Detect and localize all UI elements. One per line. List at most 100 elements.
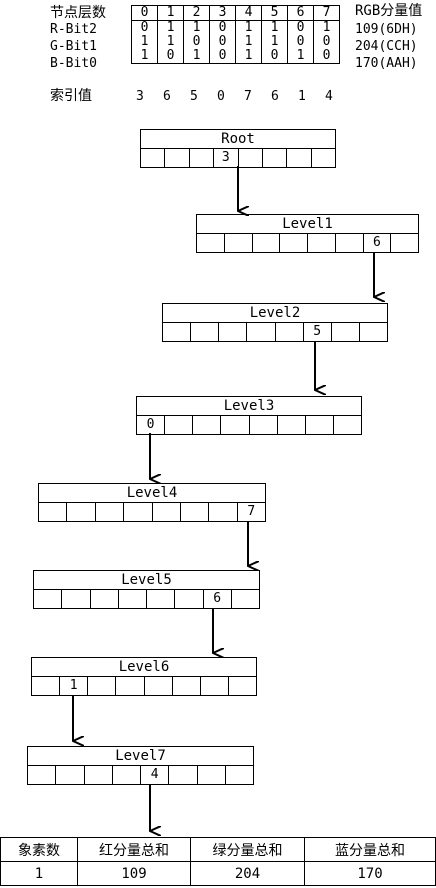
index-value: 1 [298, 89, 306, 104]
b-bit-row: 1 0 1 0 1 0 1 0 [131, 49, 340, 64]
index-value: 0 [217, 89, 225, 104]
child-slot [113, 766, 141, 784]
child-slot [263, 149, 288, 167]
table-cell: 3 [209, 5, 236, 21]
value-red-sum: 109 [77, 861, 191, 886]
child-slot-selected: 1 [60, 677, 89, 695]
node-level1: Level1 6 [196, 214, 419, 253]
r-bit-row: 0 1 1 0 1 1 0 1 [131, 20, 340, 35]
row-label-r-bit2: R-Bit2 [50, 22, 97, 37]
child-slot [163, 323, 192, 341]
child-slot [253, 234, 281, 252]
child-slot-selected: 3 [214, 149, 239, 167]
child-slot [197, 234, 225, 252]
node-title: Root [141, 130, 335, 149]
child-slot-selected: 0 [137, 416, 166, 434]
header-blue-sum: 蓝分量总和 [304, 837, 436, 862]
child-slot [190, 149, 215, 167]
index-value: 4 [325, 89, 333, 104]
child-slot [124, 503, 153, 521]
child-slot [119, 590, 147, 608]
child-slot [28, 766, 57, 784]
index-value: 5 [190, 89, 198, 104]
node-level6: Level6 1 [31, 657, 257, 696]
child-slot [308, 234, 336, 252]
child-slot [169, 766, 198, 784]
node-children: 1 [32, 677, 256, 695]
child-slot [96, 503, 125, 521]
node-level3: Level3 0 [136, 396, 362, 435]
child-slot [173, 677, 201, 695]
child-slot [193, 416, 222, 434]
rgb-value-b: 170(AAH) [355, 56, 418, 71]
index-label: 索引值 [50, 88, 92, 104]
child-slot [247, 323, 276, 341]
node-title: Level4 [39, 484, 265, 503]
child-slot-selected: 7 [247, 504, 256, 519]
table-cell: 0 [313, 35, 340, 49]
summary-header-row: 象素数 红分量总和 绿分量总和 蓝分量总和 [0, 837, 436, 862]
bit-table: 0 1 2 3 4 5 6 7 0 1 1 0 1 1 0 1 1 1 0 0 … [131, 5, 340, 64]
child-slot [62, 590, 91, 608]
child-slot [145, 677, 173, 695]
child-slot [147, 590, 176, 608]
table-cell: 1 [157, 5, 184, 21]
header-green-sum: 绿分量总和 [190, 837, 305, 862]
node-title: Level1 [197, 215, 418, 234]
child-slot [181, 503, 210, 521]
table-cell: 7 [313, 5, 340, 21]
child-slot [165, 416, 194, 434]
node-title: Level2 [163, 304, 387, 323]
child-slot [67, 503, 96, 521]
child-slot [239, 149, 263, 167]
rgb-value-r: 109(6DH) [355, 22, 418, 37]
row-label-b-bit0: B-Bit0 [50, 56, 97, 71]
rgb-value-g: 204(CCH) [355, 39, 418, 54]
child-slot [56, 766, 85, 784]
node-children: 0 [137, 416, 361, 434]
header-red-sum: 红分量总和 [77, 837, 191, 862]
row-label-g-bit1: G-Bit1 [50, 39, 97, 54]
child-slot [88, 677, 117, 695]
node-children: 6 [34, 590, 259, 608]
value-blue-sum: 170 [304, 861, 436, 886]
child-slot [221, 416, 250, 434]
table-cell: 5 [261, 5, 288, 21]
child-slot-selected: 5 [304, 323, 332, 341]
child-slot [165, 149, 190, 167]
node-level4: Level4 7 [38, 483, 266, 522]
child-slot-selected: 6 [364, 234, 392, 252]
rgb-title: RGB分量值 [355, 3, 423, 19]
child-slot [278, 416, 306, 434]
child-slot [191, 323, 220, 341]
child-slot [153, 503, 181, 521]
index-value: 7 [244, 89, 252, 104]
node-title: Level7 [28, 747, 253, 766]
node-title: Level5 [34, 571, 259, 590]
header-pixel-count: 象素数 [0, 837, 78, 862]
child-slot [219, 323, 248, 341]
table-cell: 1 [313, 20, 340, 35]
child-slot [116, 677, 145, 695]
child-slot [280, 234, 308, 252]
child-slot [209, 503, 238, 521]
row-label-level: 节点层数 [50, 5, 106, 21]
node-children: 7 [39, 503, 265, 521]
child-slot-selected: 4 [141, 766, 170, 784]
child-slot [175, 590, 204, 608]
node-title: Level3 [137, 397, 361, 416]
node-children: 3 [141, 149, 335, 167]
child-slot [85, 766, 113, 784]
child-slot [336, 234, 364, 252]
node-children: 4 [28, 766, 253, 784]
g-bit-row: 1 1 0 0 1 1 0 0 [131, 35, 340, 49]
child-slot [39, 503, 68, 521]
node-level7: Level7 4 [27, 746, 254, 785]
node-level2: Level2 5 [162, 303, 388, 342]
table-cell: 0 [313, 49, 340, 64]
child-slot [198, 766, 226, 784]
child-slot [201, 677, 229, 695]
child-slot [276, 323, 304, 341]
child-slot [332, 323, 360, 341]
index-value: 6 [271, 89, 279, 104]
